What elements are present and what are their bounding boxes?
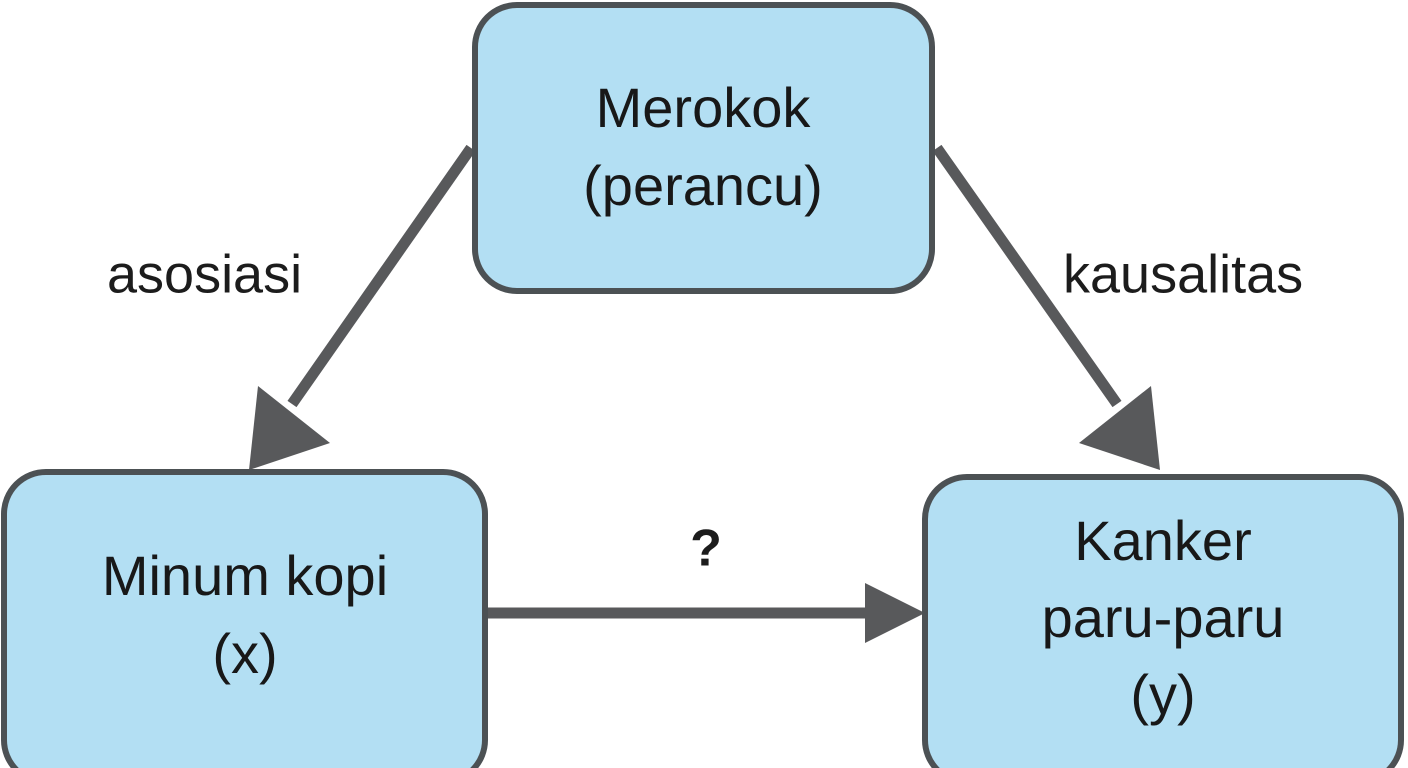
arrow-merokok-to-minum-kopi — [249, 144, 476, 470]
edge-label-asosiasi: asosiasi — [107, 244, 302, 304]
kanker-paru-paru-node-shape[interactable] — [922, 474, 1404, 768]
arrow-unknown-head — [865, 583, 925, 643]
edge-label-kausalitas: kausalitas — [1063, 244, 1303, 304]
minum-kopi-node-line-1: Minum kopi — [102, 544, 388, 607]
merokok-node-shape[interactable] — [472, 2, 935, 294]
minum-kopi-node-line-2: (x) — [212, 622, 277, 685]
arrow-merokok-to-kanker — [932, 144, 1160, 470]
kanker-node-line-2: paru-paru — [1042, 586, 1285, 649]
minum-kopi-node[interactable]: Minum kopi (x) — [1, 469, 488, 768]
arrow-kausalitas-shaft — [932, 144, 1122, 408]
arrow-minum-kopi-to-kanker — [485, 583, 925, 643]
kanker-node-line-3: (y) — [1130, 663, 1195, 726]
merokok-node-line-2: (perancu) — [583, 154, 823, 217]
arrow-asosiasi-head — [249, 386, 330, 470]
kanker-paru-paru-node[interactable]: Kanker paru-paru (y) — [922, 474, 1404, 768]
kanker-node-line-1: Kanker — [1074, 509, 1251, 572]
arrow-kausalitas-head — [1079, 386, 1160, 470]
edge-label-unknown: ? — [690, 520, 722, 578]
arrow-asosiasi-shaft — [287, 144, 476, 408]
minum-kopi-node-shape[interactable] — [1, 469, 488, 768]
merokok-node-line-1: Merokok — [596, 76, 812, 139]
merokok-node[interactable]: Merokok (perancu) — [472, 2, 935, 294]
